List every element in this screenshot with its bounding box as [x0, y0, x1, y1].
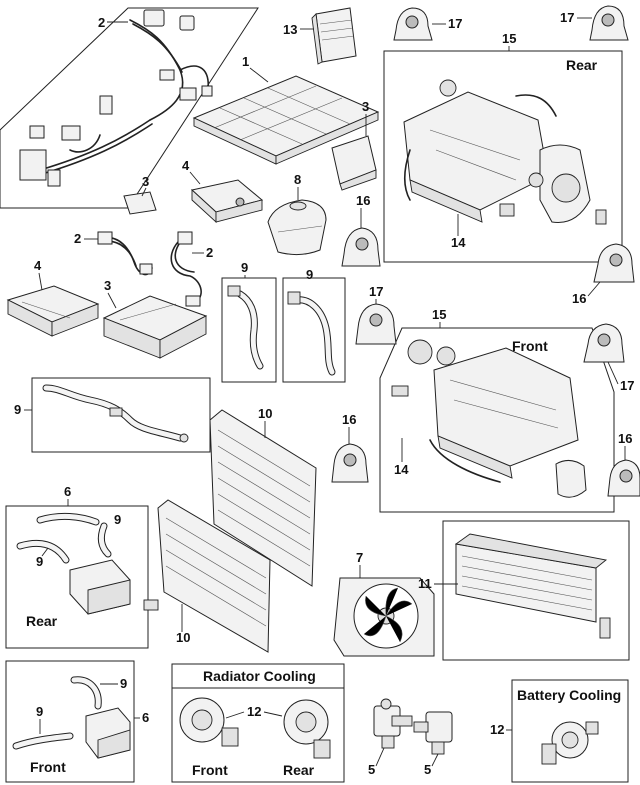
grille-shutter-part[interactable] — [454, 533, 611, 639]
label-front-pump: Front — [192, 762, 228, 778]
motor-rear-frame — [383, 50, 623, 263]
motor-front-frame — [379, 327, 615, 513]
battery-cooling-frame — [511, 679, 629, 783]
callout-15-rear: 15 — [502, 31, 516, 46]
callout-2-right: 2 — [206, 245, 213, 260]
hose-9-long-frame — [31, 377, 211, 453]
callout-4-upper: 4 — [182, 158, 190, 173]
callout-2-middle: 2 — [74, 231, 81, 246]
callout-14-rear: 14 — [451, 235, 466, 250]
label-rear-motor: Rear — [566, 57, 598, 73]
hose-9-center[interactable] — [227, 285, 264, 370]
callout-9-rear-a: 9 — [114, 512, 121, 527]
callout-16-center: 16 — [342, 412, 356, 427]
callout-3-lower: 3 — [104, 278, 111, 293]
callout-10-upper: 10 — [258, 406, 272, 421]
mount-17-right[interactable] — [583, 323, 625, 363]
mount-16-center[interactable] — [331, 443, 369, 483]
label-battery-cooling: Battery Cooling — [517, 687, 621, 703]
mount-17-top-right[interactable] — [589, 5, 629, 41]
callout-14-front: 14 — [394, 462, 409, 477]
hose-9-center-frame — [221, 277, 277, 383]
callout-15-front: 15 — [432, 307, 446, 322]
callout-4-lower: 4 — [34, 258, 42, 273]
callout-9-front-a: 9 — [120, 676, 127, 691]
part-3-right[interactable] — [331, 135, 377, 191]
callout-7: 7 — [356, 550, 363, 565]
pump-12-front[interactable] — [179, 697, 239, 747]
callout-8: 8 — [294, 172, 301, 187]
hose-9-long[interactable] — [42, 384, 189, 443]
pump-12-rear[interactable] — [283, 699, 331, 759]
label-rear-cooler: Rear — [26, 613, 58, 629]
control-module-part[interactable] — [311, 7, 357, 65]
callout-10-lower: 10 — [176, 630, 190, 645]
radiator-10-lower[interactable] — [143, 499, 271, 653]
mount-17-middle[interactable] — [355, 303, 397, 345]
callout-9-rear-b: 9 — [36, 554, 43, 569]
motor-rear-part[interactable] — [403, 79, 607, 225]
label-rear-pump: Rear — [283, 762, 315, 778]
callout-9-long: 9 — [14, 402, 21, 417]
callout-6-rear: 6 — [64, 484, 71, 499]
mount-17-top-left[interactable] — [393, 7, 433, 41]
part-4-upper[interactable] — [190, 179, 264, 224]
callout-2-top: 2 — [98, 15, 105, 30]
callout-12-battery: 12 — [490, 722, 504, 737]
callout-3-bracket: 3 — [142, 174, 149, 189]
callout-9-front-b: 9 — [36, 704, 43, 719]
label-front-cooler: Front — [30, 759, 66, 775]
wiring-harness-2-middle[interactable] — [97, 231, 153, 276]
pump-12-battery[interactable] — [541, 721, 599, 765]
cooler-front-frame — [5, 660, 135, 783]
callout-17-top-right: 17 — [560, 10, 574, 25]
wiring-harness-part[interactable] — [19, 9, 213, 187]
callout-12-radiator: 12 — [247, 704, 261, 719]
cooler-front-part[interactable] — [12, 676, 131, 759]
hose-9-right[interactable] — [287, 291, 336, 376]
cooling-fan-part[interactable] — [333, 577, 435, 657]
mount-16-right-upper[interactable] — [593, 243, 635, 283]
mount-16-upper[interactable] — [341, 227, 381, 267]
valve-5-right[interactable] — [413, 711, 453, 755]
radiator-10-upper[interactable] — [209, 409, 317, 587]
callout-17-middle: 17 — [369, 284, 383, 299]
callout-1: 1 — [242, 54, 249, 69]
cooler-rear-part[interactable] — [16, 512, 131, 615]
motor-front-part[interactable] — [391, 339, 587, 498]
callout-16-right-upper: 16 — [572, 291, 586, 306]
cooler-rear-frame — [5, 505, 149, 649]
part-3-bracket[interactable] — [123, 191, 157, 215]
callout-13: 13 — [283, 22, 297, 37]
part-3-lower[interactable] — [102, 295, 208, 359]
label-front-motor: Front — [512, 338, 548, 354]
radiator-cooling-frame — [171, 663, 345, 783]
coolant-reservoir-part[interactable] — [267, 199, 327, 256]
callout-6-front: 6 — [142, 710, 149, 725]
valve-5-left[interactable] — [373, 698, 413, 749]
wiring-harness-2-right[interactable] — [170, 231, 202, 307]
callout-5-left: 5 — [368, 762, 375, 777]
part-4-lower[interactable] — [6, 285, 100, 337]
callout-11: 11 — [418, 576, 432, 591]
mount-16-right-lower[interactable] — [607, 459, 640, 497]
callout-17-top-left: 17 — [448, 16, 462, 31]
callout-3-right: 3 — [362, 99, 369, 114]
label-radiator-cooling: Radiator Cooling — [203, 668, 316, 684]
battery-tray-part[interactable] — [192, 75, 380, 165]
callout-17-right: 17 — [620, 378, 634, 393]
callout-16-upper: 16 — [356, 193, 370, 208]
callout-5-right: 5 — [424, 762, 431, 777]
callout-9-right: 9 — [306, 267, 313, 282]
harness-group-frame — [0, 7, 259, 209]
hose-9-right-frame — [282, 277, 346, 383]
callout-16-right-lower: 16 — [618, 431, 632, 446]
shutter-frame — [442, 520, 630, 661]
callout-9-center: 9 — [241, 260, 248, 275]
